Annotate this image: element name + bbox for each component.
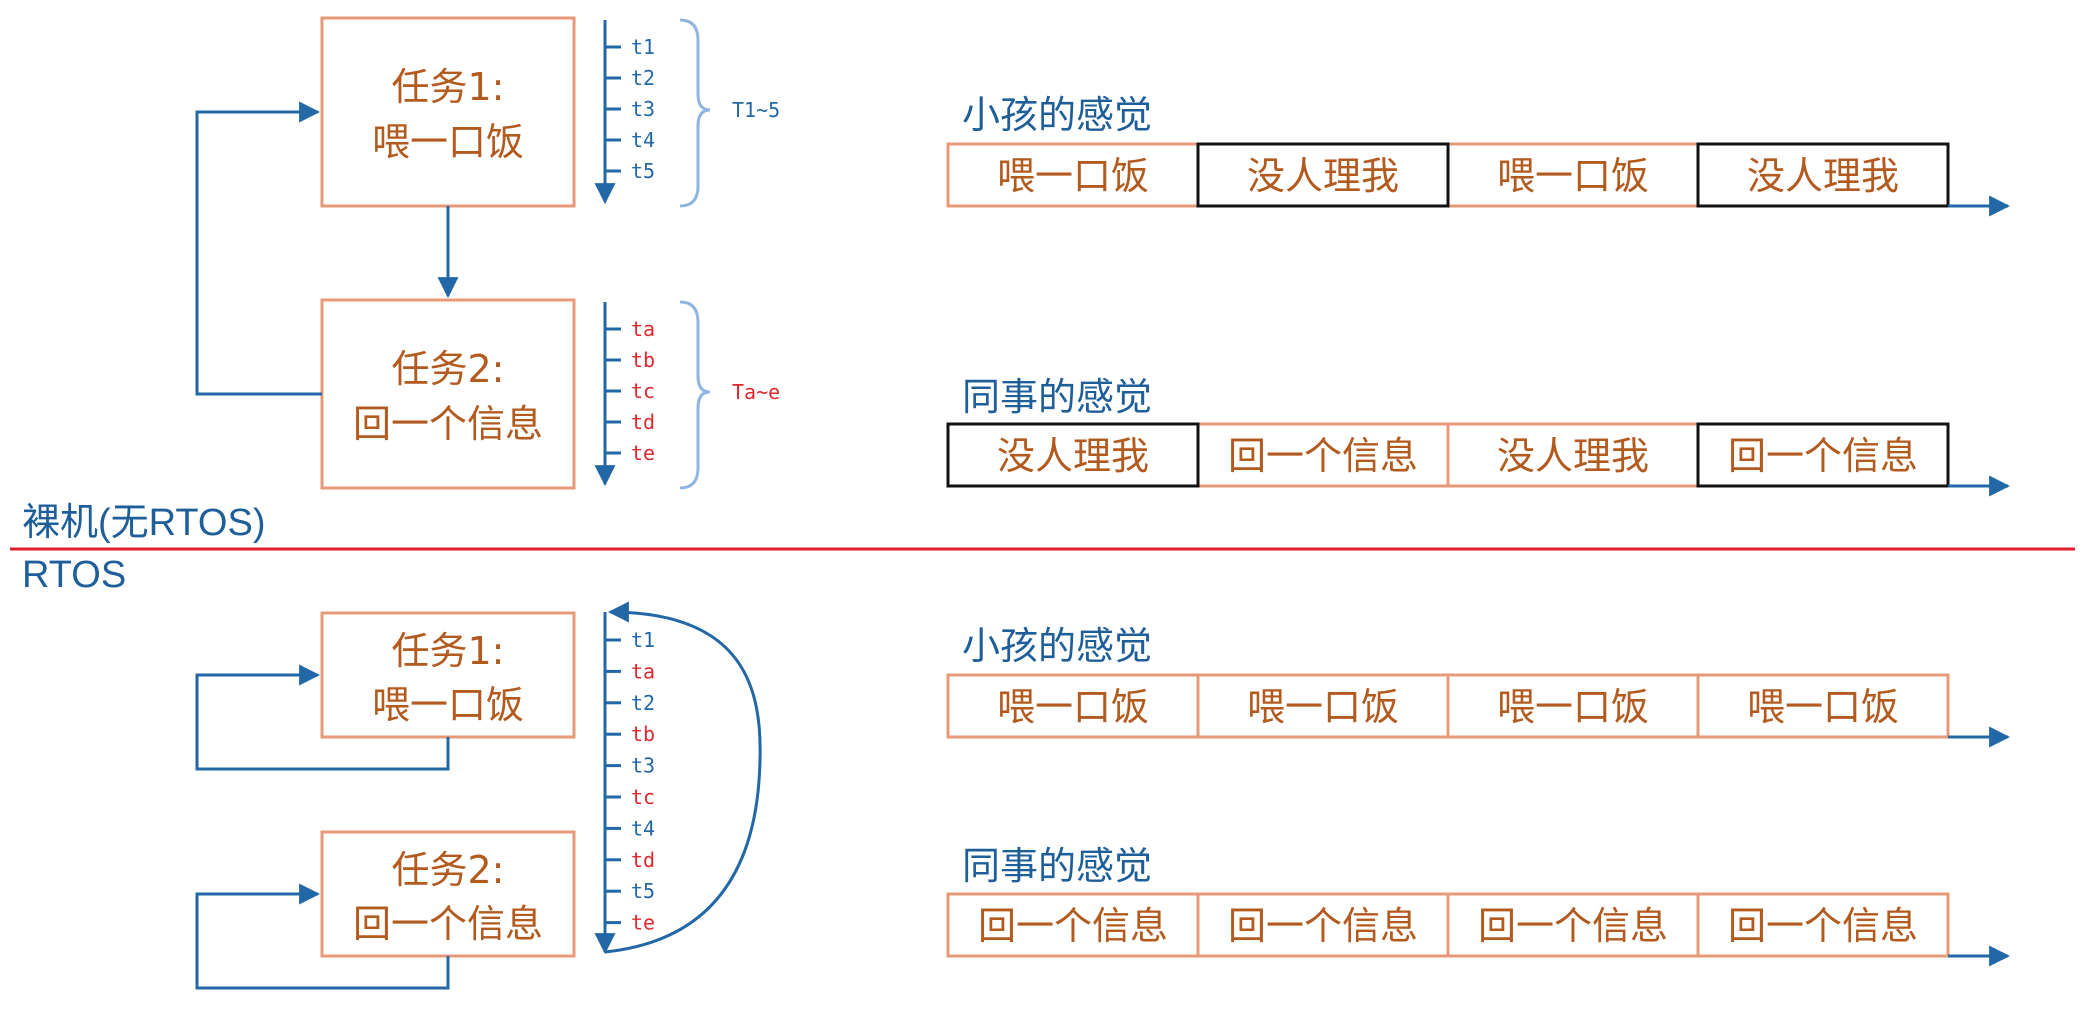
bare-colleague-title: 同事的感觉 — [962, 375, 1152, 419]
bare-colleague-cell-label: 没人理我 — [1497, 434, 1649, 478]
rtos-child-cell-label: 喂一口饭 — [1747, 685, 1899, 729]
bare-child-cell-label: 没人理我 — [1247, 154, 1399, 198]
bare-child-timeline: 喂一口饭 没人理我 喂一口饭 没人理我 — [946, 142, 1950, 208]
rtos-tick-t3: t3 — [631, 754, 655, 778]
rtos-colleague-cell-box — [1196, 892, 1450, 958]
bare-loop-back-arrow — [195, 101, 322, 396]
rtos-colleague-cell-label: 回一个信息 — [1478, 904, 1668, 948]
rtos-section-label: RTOS — [22, 554, 126, 596]
rtos-task1-line2: 喂一口饭 — [372, 683, 524, 727]
bare-t1-tick-t4: t4 — [631, 128, 655, 152]
bare-t2-tick-te: te — [631, 441, 655, 465]
bare-colleague-cell-box — [1196, 422, 1450, 488]
rtos-colleague-cell-label: 回一个信息 — [1728, 904, 1918, 948]
rtos-colleague-timeline: 回一个信息 回一个信息 回一个信息 回一个信息 — [946, 892, 1950, 958]
bare-task1-line2: 喂一口饭 — [372, 120, 524, 164]
rtos-loop-curve-arrow — [604, 601, 762, 954]
bare-task2-line1: 任务2: — [392, 347, 505, 391]
bare-t2-tick-tc: tc — [631, 379, 655, 403]
bare-colleague-cell-label: 回一个信息 — [1728, 434, 1918, 478]
bare-section-label: 裸机(无RTOS) — [22, 502, 266, 544]
bare-colleague-cell-label: 回一个信息 — [1228, 434, 1418, 478]
bare-task1-box — [320, 16, 576, 208]
rtos-colleague-cell-box — [946, 892, 1200, 958]
rtos-task1-loop-arrow — [195, 664, 450, 771]
rtos-colleague-cell-label: 回一个信息 — [1228, 904, 1418, 948]
rtos-colleague-cell-box — [1696, 892, 1950, 958]
rtos-tick-t1: t1 — [631, 628, 655, 652]
rtos-task2-line2: 回一个信息 — [353, 902, 543, 946]
bare-brace2 — [679, 300, 711, 490]
bare-child-title: 小孩的感觉 — [962, 93, 1152, 137]
rtos-colleague-cell-box — [1446, 892, 1700, 958]
rtos-child-cell-box — [946, 673, 1200, 739]
bare-task1-line1: 任务1: — [392, 65, 505, 109]
bare-task2-box — [320, 298, 576, 490]
bare-t2-tick-ta: ta — [631, 317, 655, 341]
rtos-child-cell-label: 喂一口饭 — [1247, 685, 1399, 729]
bare-child-cell-label: 喂一口饭 — [1497, 154, 1649, 198]
rtos-task2-loop-arrow — [195, 883, 450, 990]
bare-t2-tick-td: td — [631, 410, 655, 434]
bare-colleague-cell-outline — [946, 422, 1200, 488]
rtos-tick-ta: ta — [631, 659, 655, 683]
rtos-tick-te: te — [631, 911, 655, 935]
rtos-tick-tc: tc — [631, 785, 655, 809]
rtos-child-cell-box — [1696, 673, 1950, 739]
rtos-tick-t4: t4 — [631, 816, 655, 840]
rtos-task1-line1: 任务1: — [392, 629, 505, 673]
bare-brace2-label: Ta~e — [732, 380, 780, 404]
bare-t2-tick-tb: tb — [631, 348, 655, 372]
bare-child-cell-outline — [1196, 142, 1450, 208]
rtos-colleague-title: 同事的感觉 — [962, 844, 1152, 888]
bare-task2-line2: 回一个信息 — [353, 402, 543, 446]
rtos-tick-tb: tb — [631, 722, 655, 746]
bare-colleague-timeline: 没人理我 回一个信息 没人理我 回一个信息 — [946, 422, 1950, 488]
rtos-colleague-cell-label: 回一个信息 — [978, 904, 1168, 948]
rtos-child-cell-label: 喂一口饭 — [997, 685, 1149, 729]
rtos-tick-td: td — [631, 848, 655, 872]
rtos-child-timeline: 喂一口饭 喂一口饭 喂一口饭 喂一口饭 — [946, 673, 1950, 739]
rtos-child-cell-box — [1196, 673, 1450, 739]
bare-colleague-cell-outline — [1696, 422, 1950, 488]
rtos-task2-line1: 任务2: — [392, 848, 505, 892]
rtos-child-cell-label: 喂一口饭 — [1497, 685, 1649, 729]
bare-colleague-cell-label: 没人理我 — [997, 434, 1149, 478]
bare-brace1 — [679, 18, 711, 208]
bare-colleague-cell-box — [1446, 422, 1700, 488]
bare-t1-tick-t1: t1 — [631, 35, 655, 59]
rtos-task2-box — [320, 830, 576, 958]
bare-child-cell-label: 喂一口饭 — [997, 154, 1149, 198]
bare-t1-tick-t5: t5 — [631, 159, 655, 183]
rtos-child-title: 小孩的感觉 — [962, 624, 1152, 668]
rtos-tick-t2: t2 — [631, 691, 655, 715]
bare-brace1-label: T1~5 — [732, 98, 780, 122]
bare-child-cell-label: 没人理我 — [1747, 154, 1899, 198]
bare-t1-tick-t2: t2 — [631, 66, 655, 90]
bare-child-cell-outline — [1696, 142, 1950, 208]
rtos-tick-t5: t5 — [631, 879, 655, 903]
bare-t1-tick-t3: t3 — [631, 97, 655, 121]
